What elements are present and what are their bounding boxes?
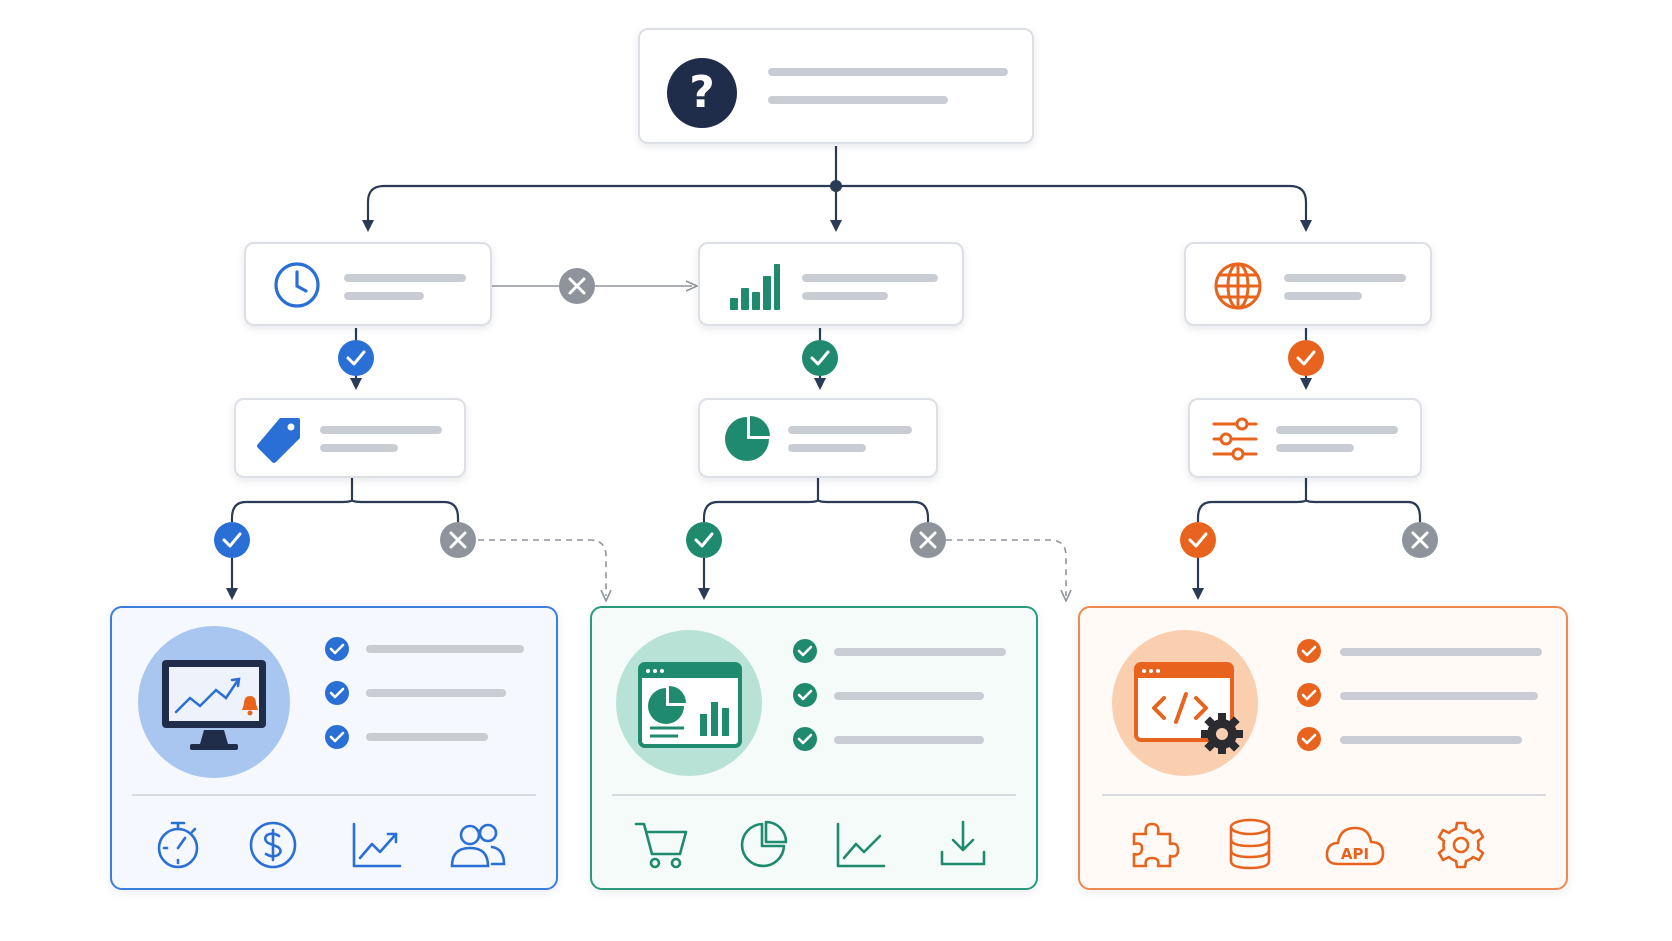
reject-badge-blue-l2 (440, 522, 476, 558)
bar-chart-node-text-1 (802, 274, 938, 282)
teal-row-bar-2 (834, 692, 984, 700)
dashed-link-blue-to-teal (478, 539, 606, 596)
line-chart-icon-teal (836, 822, 886, 873)
puzzle-icon (1130, 820, 1180, 875)
pie-chart-outline-icon (738, 820, 788, 875)
orange-row-bar-2 (1340, 692, 1538, 700)
download-icon (940, 820, 986, 873)
root-text-line-2 (768, 96, 948, 104)
fork-blue (230, 478, 460, 528)
blue-panel-divider (132, 794, 536, 796)
orange-row-check-3 (1296, 726, 1322, 757)
pie-node-text-1 (788, 426, 912, 434)
tag-icon (256, 416, 302, 464)
clock-icon (272, 260, 322, 310)
connectors (226, 146, 1422, 600)
teal-row-check-1 (792, 638, 818, 669)
level2-node-sliders (1188, 398, 1422, 478)
clock-node-text-2 (344, 292, 424, 300)
root-text-line-1 (768, 68, 1008, 76)
dashboard-window-icon (638, 662, 742, 748)
check-badge-orange-l1 (1288, 340, 1324, 376)
blue-row-check-3 (324, 724, 350, 755)
blue-row-check-1 (324, 636, 350, 667)
outcome-panel-orange: API (1078, 606, 1568, 890)
check-badge-blue-l1 (338, 340, 374, 376)
tag-node-text-2 (320, 444, 398, 452)
blue-row-bar-2 (366, 689, 506, 697)
fork-teal (702, 478, 930, 528)
question-icon: ? (666, 57, 738, 129)
outcome-panel-teal (590, 606, 1038, 890)
branch-left-connector (362, 184, 836, 232)
orange-row-check-2 (1296, 682, 1322, 713)
teal-row-check-2 (792, 682, 818, 713)
orange-row-check-1 (1296, 638, 1322, 669)
check-badge-teal-l1 (802, 340, 838, 376)
reject-badge-orange-l2 (1402, 522, 1438, 558)
level2-node-pie (698, 398, 938, 478)
pie-node-text-2 (788, 444, 866, 452)
level1-node-bar-chart (698, 242, 964, 326)
branch-right-connector (836, 184, 1312, 232)
users-icon (450, 822, 506, 873)
monitor-trend-alert-icon (160, 658, 268, 752)
orange-panel-divider (1102, 794, 1546, 796)
check-badge-teal-l2 (686, 522, 722, 558)
pie-chart-icon (724, 416, 770, 462)
stopwatch-icon (154, 820, 202, 875)
bar-chart-icon (730, 262, 780, 310)
sliders-node-text-1 (1276, 426, 1398, 434)
reject-badge-teal-l2 (910, 522, 946, 558)
bar-chart-node-text-2 (802, 292, 888, 300)
clock-node-text-1 (344, 274, 466, 282)
database-icon (1228, 818, 1272, 875)
check-badge-blue-l2 (214, 522, 250, 558)
globe-icon (1212, 260, 1264, 312)
outcome-panel-blue (110, 606, 558, 890)
level1-node-globe (1184, 242, 1432, 326)
teal-row-bar-3 (834, 736, 984, 744)
sliders-node-text-2 (1276, 444, 1354, 452)
code-window-gear-icon (1134, 662, 1244, 755)
teal-row-check-3 (792, 726, 818, 757)
orange-row-bar-1 (1340, 648, 1542, 656)
root-question-node: ? (638, 28, 1034, 144)
teal-row-bar-1 (834, 648, 1006, 656)
tag-node-text-1 (320, 426, 442, 434)
level1-node-clock (244, 242, 492, 326)
blue-row-bar-3 (366, 733, 488, 741)
blue-row-bar-1 (366, 645, 524, 653)
cart-icon (634, 820, 688, 875)
gear-icon (1436, 820, 1486, 875)
api-cloud-icon: API (1324, 820, 1386, 875)
teal-panel-divider (612, 794, 1016, 796)
check-badge-orange-l2 (1180, 522, 1216, 558)
dashed-link-teal-to-orange (946, 539, 1066, 596)
line-chart-icon (352, 822, 402, 873)
api-label: API (1341, 845, 1369, 863)
globe-node-text-2 (1284, 292, 1362, 300)
question-glyph: ? (689, 67, 715, 118)
dollar-icon (248, 820, 298, 875)
fork-orange (1196, 478, 1422, 528)
orange-row-bar-3 (1340, 736, 1522, 744)
level2-node-tag (234, 398, 466, 478)
sliders-icon (1212, 416, 1258, 462)
reject-badge-level1 (559, 268, 595, 304)
globe-node-text-1 (1284, 274, 1406, 282)
blue-row-check-2 (324, 680, 350, 711)
badges (214, 268, 1438, 558)
